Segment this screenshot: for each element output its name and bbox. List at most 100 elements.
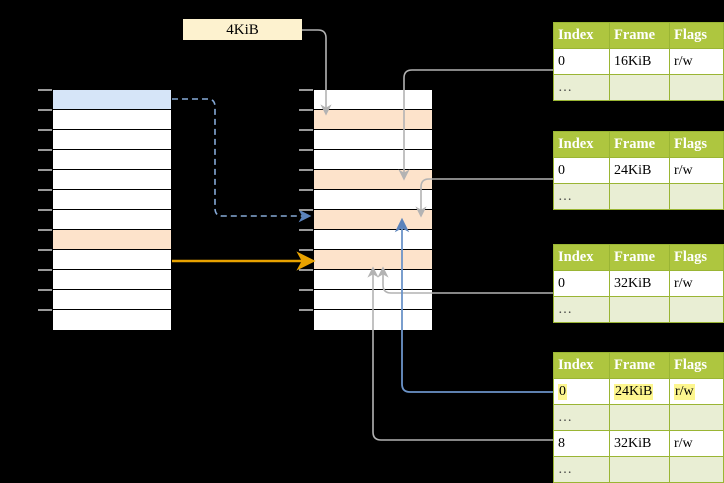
virtual-column-tick — [38, 189, 52, 191]
cell-index: 0 — [553, 157, 610, 184]
cell-frame: 24KiB — [609, 378, 670, 405]
cell-frame — [609, 183, 670, 210]
col-header-frame: Frame — [609, 22, 670, 49]
virtual-column-tick — [38, 269, 52, 271]
cell-frame: 24KiB — [609, 157, 670, 184]
virtual-memory-row[interactable] — [53, 150, 171, 170]
cell-frame — [609, 74, 670, 101]
physical-memory-row[interactable] — [314, 270, 432, 290]
physical-memory-row[interactable] — [314, 130, 432, 150]
cell-flags: r/w — [669, 430, 724, 457]
col-header-flags: Flags — [669, 352, 724, 379]
table-row-ellipsis: … — [553, 183, 724, 210]
physical-memory-row[interactable] — [314, 90, 432, 110]
table-header-row: Index Frame Flags — [553, 352, 724, 379]
col-header-flags: Flags — [669, 131, 724, 158]
virtual-column-tick — [38, 129, 52, 131]
table-row-ellipsis: … — [553, 296, 724, 323]
physical-column-tick — [299, 209, 313, 211]
col-header-index: Index — [553, 22, 610, 49]
table-row[interactable]: 8 32KiB r/w — [553, 430, 724, 457]
virtual-memory-row[interactable] — [53, 130, 171, 150]
cell-frame: 16KiB — [609, 48, 670, 75]
col-header-index: Index — [553, 352, 610, 379]
cell-frame: 32KiB — [609, 430, 670, 457]
page-table-level-3: Index Frame Flags 0 32KiB r/w … — [553, 244, 724, 323]
virtual-memory-row[interactable] — [53, 110, 171, 130]
physical-column-tick — [299, 89, 313, 91]
physical-column-tick — [299, 309, 313, 311]
cell-index: … — [553, 456, 610, 483]
virtual-address-space-column — [52, 89, 172, 331]
col-header-frame: Frame — [609, 131, 670, 158]
cell-flags-highlight: r/w — [674, 383, 695, 400]
cell-index: 0 — [553, 270, 610, 297]
virtual-column-tick — [38, 109, 52, 111]
cell-flags — [669, 456, 724, 483]
table-row-ellipsis: … — [553, 74, 724, 101]
page-size-label-text: 4KiB — [226, 22, 259, 38]
physical-memory-row[interactable] — [314, 290, 432, 310]
table-row[interactable]: 0 24KiB r/w — [553, 378, 724, 405]
virtual-column-tick — [38, 309, 52, 311]
virtual-memory-row[interactable] — [53, 170, 171, 190]
physical-column-tick — [299, 109, 313, 111]
table-row[interactable]: 0 32KiB r/w — [553, 270, 724, 297]
page-size-label: 4KiB — [183, 19, 302, 40]
virtual-memory-row[interactable] — [53, 90, 171, 110]
page-table-level-4: Index Frame Flags 0 24KiB r/w … 8 32KiB … — [553, 352, 724, 483]
physical-memory-row[interactable] — [314, 250, 432, 270]
cell-index: … — [553, 74, 610, 101]
cell-flags: r/w — [669, 48, 724, 75]
cell-frame: 32KiB — [609, 270, 670, 297]
virtual-memory-row[interactable] — [53, 290, 171, 310]
table-row[interactable]: 0 16KiB r/w — [553, 48, 724, 75]
cell-flags — [669, 404, 724, 431]
virtual-column-tick — [38, 209, 52, 211]
physical-memory-row[interactable] — [314, 110, 432, 130]
virtual-column-tick — [38, 249, 52, 251]
cell-flags: r/w — [669, 378, 724, 405]
physical-memory-row[interactable] — [314, 210, 432, 230]
physical-memory-row[interactable] — [314, 190, 432, 210]
cell-index: … — [553, 296, 610, 323]
cell-frame-highlight: 24KiB — [614, 383, 654, 400]
col-header-flags: Flags — [669, 22, 724, 49]
cell-flags — [669, 183, 724, 210]
cell-index: 8 — [553, 430, 610, 457]
virtual-column-tick — [38, 169, 52, 171]
virtual-memory-row[interactable] — [53, 310, 171, 330]
physical-memory-row[interactable] — [314, 150, 432, 170]
physical-column-tick — [299, 189, 313, 191]
table-row-ellipsis: … — [553, 404, 724, 431]
physical-memory-column — [313, 89, 433, 331]
physical-column-tick — [299, 289, 313, 291]
table-header-row: Index Frame Flags — [553, 244, 724, 271]
col-header-frame: Frame — [609, 244, 670, 271]
page-table-level-1: Index Frame Flags 0 16KiB r/w … — [553, 22, 724, 101]
cell-frame — [609, 404, 670, 431]
virtual-column-tick — [38, 289, 52, 291]
page-table-level-2: Index Frame Flags 0 24KiB r/w … — [553, 131, 724, 210]
virtual-memory-row[interactable] — [53, 210, 171, 230]
virtual-memory-row[interactable] — [53, 270, 171, 290]
wire-virtual-to-physical-dashed — [172, 98, 312, 223]
virtual-memory-row[interactable] — [53, 250, 171, 270]
col-header-frame: Frame — [609, 352, 670, 379]
col-header-index: Index — [553, 244, 610, 271]
table-row[interactable]: 0 24KiB r/w — [553, 157, 724, 184]
physical-memory-row[interactable] — [314, 230, 432, 250]
physical-memory-row[interactable] — [314, 310, 432, 330]
physical-memory-row[interactable] — [314, 170, 432, 190]
physical-column-tick — [299, 149, 313, 151]
wire-table2-to-physmem — [415, 178, 553, 218]
physical-column-tick — [299, 129, 313, 131]
cell-index: 0 — [553, 378, 610, 405]
virtual-column-tick — [38, 149, 52, 151]
physical-column-tick — [299, 249, 313, 251]
cell-flags — [669, 74, 724, 101]
virtual-memory-row[interactable] — [53, 230, 171, 250]
virtual-memory-row[interactable] — [53, 190, 171, 210]
physical-column-tick — [299, 269, 313, 271]
